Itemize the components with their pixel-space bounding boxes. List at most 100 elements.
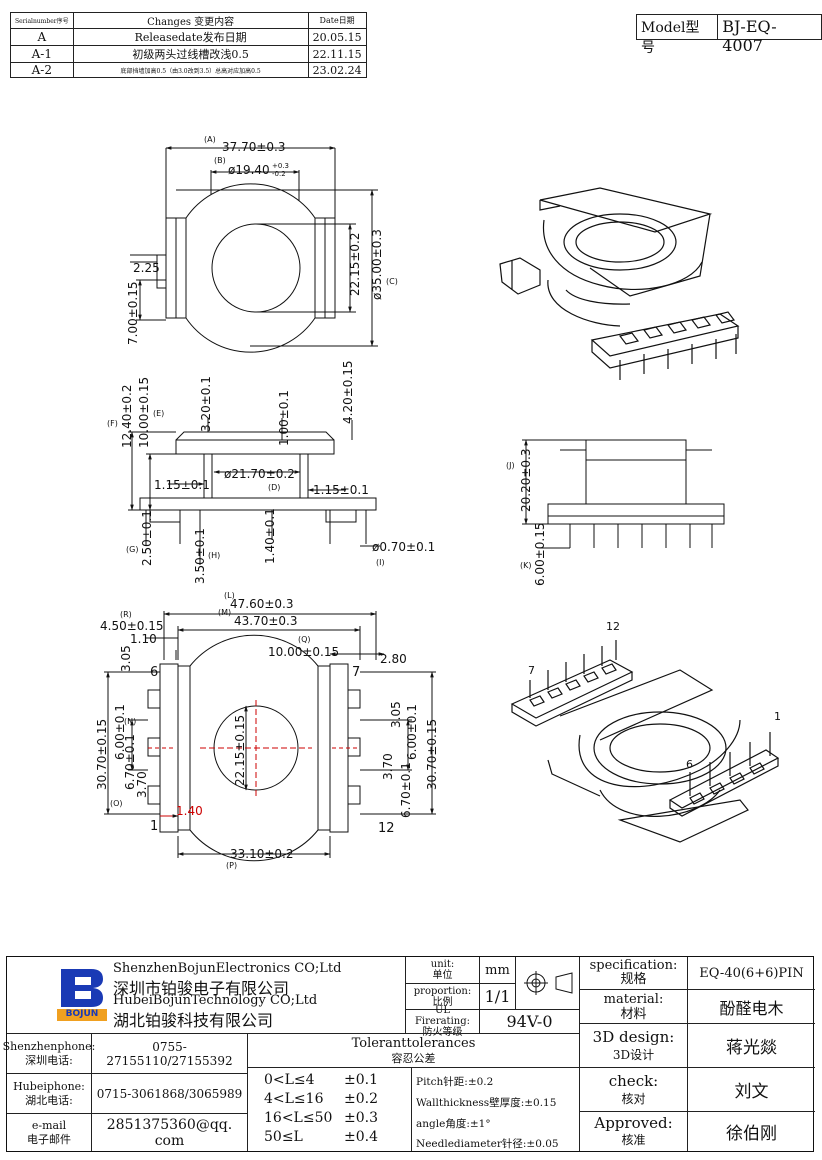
sz-phone-value: 0755-27155110/27155392 [91,1033,247,1073]
tolerance-notes: Pitch针距:±0.2 Wallthickness壁厚度:±0.15 angl… [411,1067,579,1151]
tol-value: ±0.1 [344,1072,378,1088]
angle-note: angle角度:±1° [416,1118,491,1130]
company-cn-2: 湖北铂骏科技有限公司 [113,1011,274,1030]
company-cn-1: 深圳市铂骏电子有限公司 [113,979,290,998]
dim-a: 37.70±0.3 [222,140,286,154]
projection-symbol-cell [515,957,579,1009]
dim-q: 10.00±0.15 [268,645,339,659]
tol-range: 0<L≤4 [264,1072,315,1088]
rev-date: 22.11.15 [307,45,367,63]
rev-date: 23.02.24 [307,62,367,78]
dim-305-left: 3.05 [119,645,133,672]
dim-b-tol-minus: -0.2 [272,170,286,178]
check-label-cn: 核对 [621,1091,646,1106]
sz-phone-label-cell: Shenzhenphone: 深圳电话: [3,1033,95,1073]
approved-label-cn: 核准 [621,1132,646,1147]
hb-phone-value: 0715-3061868/3065989 [91,1073,247,1113]
rev-change: 初级两头过线槽改浅0.5 [72,45,309,63]
dim-o-right: 6.70±0.1 [399,762,413,818]
email-label-cell: e-mail 电子邮件 [7,1113,91,1151]
pin-6-label: 6 [150,665,158,680]
tolerance-title: Toleranttolerances [351,1035,476,1051]
company-en-1: ShenzhenBojunElectronics CO;Ltd [113,961,342,976]
dim-g-label: (G) [126,545,138,554]
dim-i-label: (I) [376,558,385,567]
dim-top1: 3.20±0.1 [199,376,213,432]
ul-label: UL Firerating: [414,1005,470,1027]
email-link[interactable]: 2851375360@qq. com [91,1113,247,1151]
dim-305-right: 3.05 [389,701,403,728]
unit-label: unit: [430,959,455,970]
unit-label-cell: unit: 单位 [405,957,479,983]
hb-phone-label-cell: Hubeiphone: 湖北电话: [7,1073,91,1113]
email-label: e-mail [31,1118,67,1132]
dim-b-label: (B) [214,156,226,165]
pin-1-label: 1 [150,819,158,834]
design-label-cn: 3D设计 [612,1047,655,1062]
tol-value: ±0.4 [344,1129,378,1145]
dim-p: 33.10±0.2 [230,847,294,861]
tol-range: 4<L≤16 [264,1091,324,1107]
model-box: Model型号 BJ-EQ-4007 [636,14,822,56]
dim-top2: 1.00±0.1 [277,390,291,446]
dim-g: 2.50±0.1 [140,510,154,566]
tol-range: 16<L≤50 [264,1110,333,1126]
design-value: 蒋光燚 [687,1023,815,1067]
dim-p-label: (P) [226,861,237,870]
proportion-label: proportion: [413,985,472,997]
company-en-2: HubeiBojunTechnology CO;Ltd [113,993,318,1008]
design-label: 3D design: [592,1027,675,1046]
model-label: Model型号 [641,20,700,56]
dim-dia: ø21.70±0.2 [224,467,295,481]
dim-d-label: (D) [268,483,280,492]
iso-pin-12: 12 [606,620,620,633]
dim-inner: 22.15±0.2 [348,233,362,297]
dim-l-label: (L) [224,591,235,600]
top-view [130,146,378,353]
rev-serial: A-2 [10,62,74,78]
dim-m-label: (M) [218,608,231,617]
iso-view-1 [499,187,740,380]
dim-q-label: (Q) [298,635,311,644]
dim-right-height: 30.70±0.15 [425,719,439,790]
check-label: check: [608,1071,659,1090]
bottom-view [104,611,436,862]
iso-pin-1: 1 [774,710,781,723]
ul-label-cn: 防火等级 [422,1027,463,1038]
dim-m: 43.70±0.3 [234,614,298,628]
proportion-label-cell: proportion: 比例 [405,983,479,1009]
dim-h: 3.50±0.1 [193,528,207,584]
design-label-cell: 3D design: 3D设计 [579,1023,687,1067]
spec-label: specification: [589,958,678,973]
iso-pin-7: 7 [528,664,535,677]
dim-c: ø35.00±0.3 [370,229,384,300]
dim-n-label: (N) [124,717,136,726]
proportion-label-cn: 比例 [432,996,453,1008]
front-view [522,439,725,549]
dim-f: 12.40±0.2 [120,385,134,449]
dim-c-label: (C) [386,277,398,286]
dim-r: 4.50±0.15 [100,619,164,633]
tol-value: ±0.2 [344,1091,378,1107]
check-value: 刘文 [687,1067,815,1111]
dim-n-right: 6.00±0.1 [405,704,419,760]
pin-12-label: 12 [378,821,395,836]
model-value: BJ-EQ-4007 [717,15,821,55]
company-section: BOJUN ShenzhenBojunElectronics CO;Ltd 深圳… [7,957,405,1033]
dim-left-small: 2.25 [133,261,160,275]
rev-change: Releasedate发布日期 [72,28,309,46]
dim-left: 7.00±0.15 [126,282,140,346]
spec-label-cell: specification: 规格 [579,957,687,989]
dim-h-label: (H) [208,551,220,560]
tolerance-title-cn: 容忍公差 [391,1051,436,1065]
dim-k-label: (K) [520,561,532,570]
dim-left-height: 30.70±0.15 [95,719,109,790]
dim-center: 22.15±0.15 [233,715,247,786]
wall-note: Wallthickness壁厚度:±0.15 [416,1097,557,1109]
dim-bottom: 1.40±0.1 [263,508,277,564]
approved-value: 徐伯刚 [687,1111,815,1151]
approved-label-cell: Approved: 核准 [579,1111,687,1151]
dim-wall-left: 1.15±0.1 [154,478,210,492]
pin-7-label: 7 [352,665,360,680]
material-label-cell: material: 材料 [579,989,687,1023]
